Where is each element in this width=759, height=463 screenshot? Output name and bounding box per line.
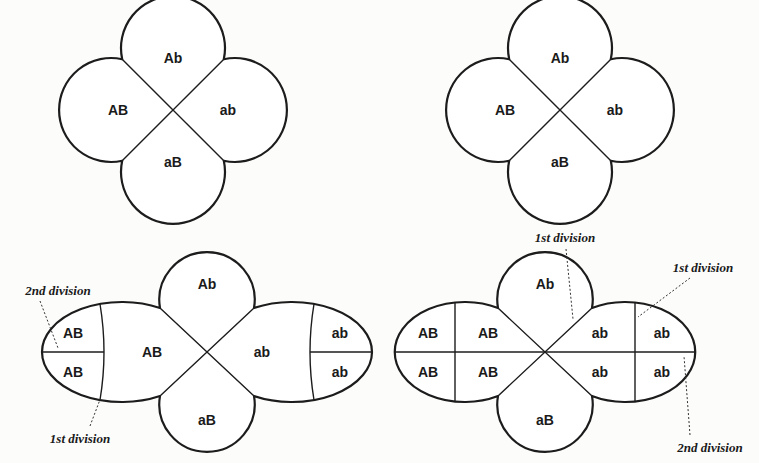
cell-wall	[395, 351, 695, 352]
genotype-label: ab	[332, 325, 348, 341]
leader-line	[684, 356, 690, 435]
cell-wall	[122, 59, 224, 161]
division-label: 1st division	[673, 260, 733, 275]
genotype-label-box: AB	[495, 101, 515, 119]
genotype-label-box: ab	[654, 324, 670, 342]
genotype-label-box: aB	[164, 153, 182, 171]
cell-wall	[160, 308, 254, 396]
leader-line	[40, 301, 58, 348]
genotype-label-box: AB	[142, 343, 162, 361]
genotype-label-box: Ab	[198, 275, 217, 293]
genotype-label: AB	[142, 344, 162, 360]
genotype-label: Ab	[164, 50, 183, 66]
division-label: 1st division	[50, 431, 110, 446]
genotype-label: ab	[592, 364, 608, 380]
genotype-label: ab	[254, 344, 270, 360]
genotype-label: ab	[654, 325, 670, 341]
genotype-label-box: ab	[607, 101, 623, 119]
division-label-box: 1st division	[50, 429, 110, 447]
genotype-label-box: ab	[254, 343, 270, 361]
leader-line	[638, 278, 690, 317]
division-label: 1st division	[535, 230, 595, 245]
tetrad-outline	[446, 0, 674, 224]
tetrad-outline	[59, 0, 287, 224]
division-label: 2nd division	[25, 283, 90, 298]
division-label-box: 2nd division	[677, 438, 742, 456]
genotype-label: AB	[418, 364, 438, 380]
genotype-label: ab	[592, 325, 608, 341]
genotype-label-box: AB	[478, 324, 498, 342]
genotype-label: AB	[108, 102, 128, 118]
genotype-label-box: AB	[418, 324, 438, 342]
genotype-label: ab	[220, 102, 236, 118]
genotype-label-box: Ab	[536, 275, 555, 293]
leader-line	[566, 249, 573, 319]
genotype-label-box: AB	[63, 324, 83, 342]
cell-wall	[310, 351, 372, 352]
division-label-box: 1st division	[535, 228, 595, 246]
genotype-label-box: Ab	[164, 49, 183, 67]
genotype-label-box: ab	[220, 101, 236, 119]
tetrad-outline	[42, 252, 372, 452]
genotype-label-box: AB	[478, 363, 498, 381]
genotype-label: Ab	[551, 50, 570, 66]
division-label: 2nd division	[677, 440, 742, 455]
genotype-label-box: ab	[592, 324, 608, 342]
genotype-label-box: AB	[418, 363, 438, 381]
cell-wall	[42, 351, 104, 352]
genotype-label-box: ab	[592, 363, 608, 381]
genotype-label-box: AB	[63, 363, 83, 381]
tetrad-outline	[395, 252, 695, 452]
genotype-label: ab	[607, 102, 623, 118]
genotype-label-box: aB	[198, 411, 216, 429]
genotype-label: AB	[418, 325, 438, 341]
genotype-label-box: ab	[654, 363, 670, 381]
genotype-label: ab	[332, 364, 348, 380]
genotype-label: AB	[63, 325, 83, 341]
genotype-label-box: aB	[536, 411, 554, 429]
genotype-label: AB	[478, 325, 498, 341]
genotype-label: Ab	[198, 276, 217, 292]
genotype-label: AB	[63, 364, 83, 380]
genotype-label: aB	[536, 412, 554, 428]
genotype-label-box: ab	[332, 363, 348, 381]
division-label-box: 2nd division	[25, 281, 90, 299]
genotype-label: aB	[164, 154, 182, 170]
genotype-label-box: Ab	[551, 49, 570, 67]
genotype-label: Ab	[536, 276, 555, 292]
genotype-label: aB	[198, 412, 216, 428]
leader-line	[90, 397, 101, 426]
genotype-label-box: aB	[551, 153, 569, 171]
genotype-label: ab	[654, 364, 670, 380]
genotype-label: AB	[495, 102, 515, 118]
cell-wall	[509, 59, 611, 161]
genotype-label: AB	[478, 364, 498, 380]
genotype-label-box: AB	[108, 101, 128, 119]
genotype-label: aB	[551, 154, 569, 170]
genotype-label-box: ab	[332, 324, 348, 342]
division-label-box: 1st division	[673, 258, 733, 276]
